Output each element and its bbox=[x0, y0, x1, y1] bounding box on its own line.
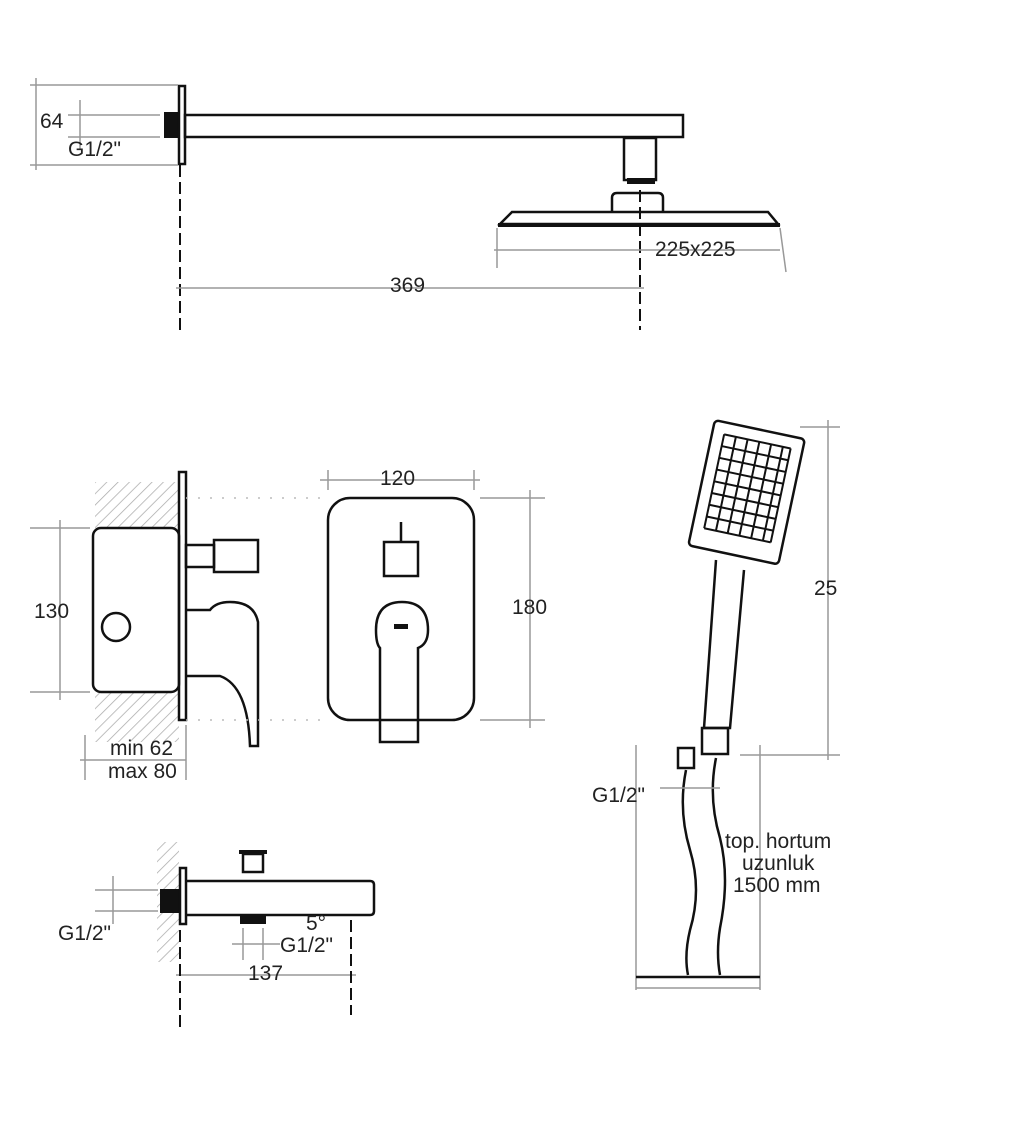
shower-head-size-label: 225x225 bbox=[655, 238, 736, 261]
hose-label-line1: top. hortum bbox=[725, 830, 831, 853]
mixer-front-view: 120 180 bbox=[320, 467, 547, 744]
hose-label-line3: 1500 mm bbox=[733, 874, 821, 897]
depth-min-label: min 62 bbox=[110, 737, 173, 760]
mixer-width-label: 120 bbox=[380, 467, 415, 490]
spout-body bbox=[186, 879, 376, 917]
depth-max-label: max 80 bbox=[108, 760, 177, 783]
concealed-box bbox=[91, 526, 181, 694]
spout-flange bbox=[178, 866, 188, 926]
spout-view: G1/2" 5° G1/2" 137 bbox=[58, 842, 376, 1030]
hose-label-line2: uzunluk bbox=[742, 852, 815, 875]
shower-arm-thread-label: G1/2" bbox=[68, 138, 121, 161]
hose bbox=[681, 769, 698, 976]
mixer-wall-plate bbox=[177, 470, 188, 722]
hand-shower-height-label: 25 bbox=[814, 577, 837, 600]
shower-arm-height-label: 64 bbox=[40, 110, 64, 133]
hose-thread-label: G1/2" bbox=[592, 784, 645, 807]
hand-shower-head bbox=[687, 419, 806, 565]
shower-arm-length-label: 369 bbox=[390, 274, 425, 297]
arm bbox=[183, 113, 685, 139]
spout-length-label: 137 bbox=[248, 962, 283, 985]
shower-arm-view: 64 G1/2" 225x225 369 bbox=[30, 78, 787, 330]
spout-outlet-thread-label: G1/2" bbox=[280, 934, 333, 957]
mixer-faceplate bbox=[326, 496, 476, 722]
box-height-label: 130 bbox=[34, 600, 69, 623]
diverter-knob bbox=[382, 540, 420, 578]
wall-connector bbox=[164, 112, 178, 138]
mixer-side-view: 130 min 62 max 80 bbox=[30, 470, 330, 783]
hand-shower-handle bbox=[702, 559, 746, 730]
mixer-lever bbox=[186, 600, 260, 748]
mixer-handle bbox=[374, 600, 430, 744]
plate-height-label: 180 bbox=[512, 596, 547, 619]
hand-shower-view: 25 G1/2" top. hortum uzunluk 1500 mm bbox=[592, 419, 840, 990]
spout-thread-label: G1/2" bbox=[58, 922, 111, 945]
spout-angle-label: 5° bbox=[306, 912, 326, 935]
